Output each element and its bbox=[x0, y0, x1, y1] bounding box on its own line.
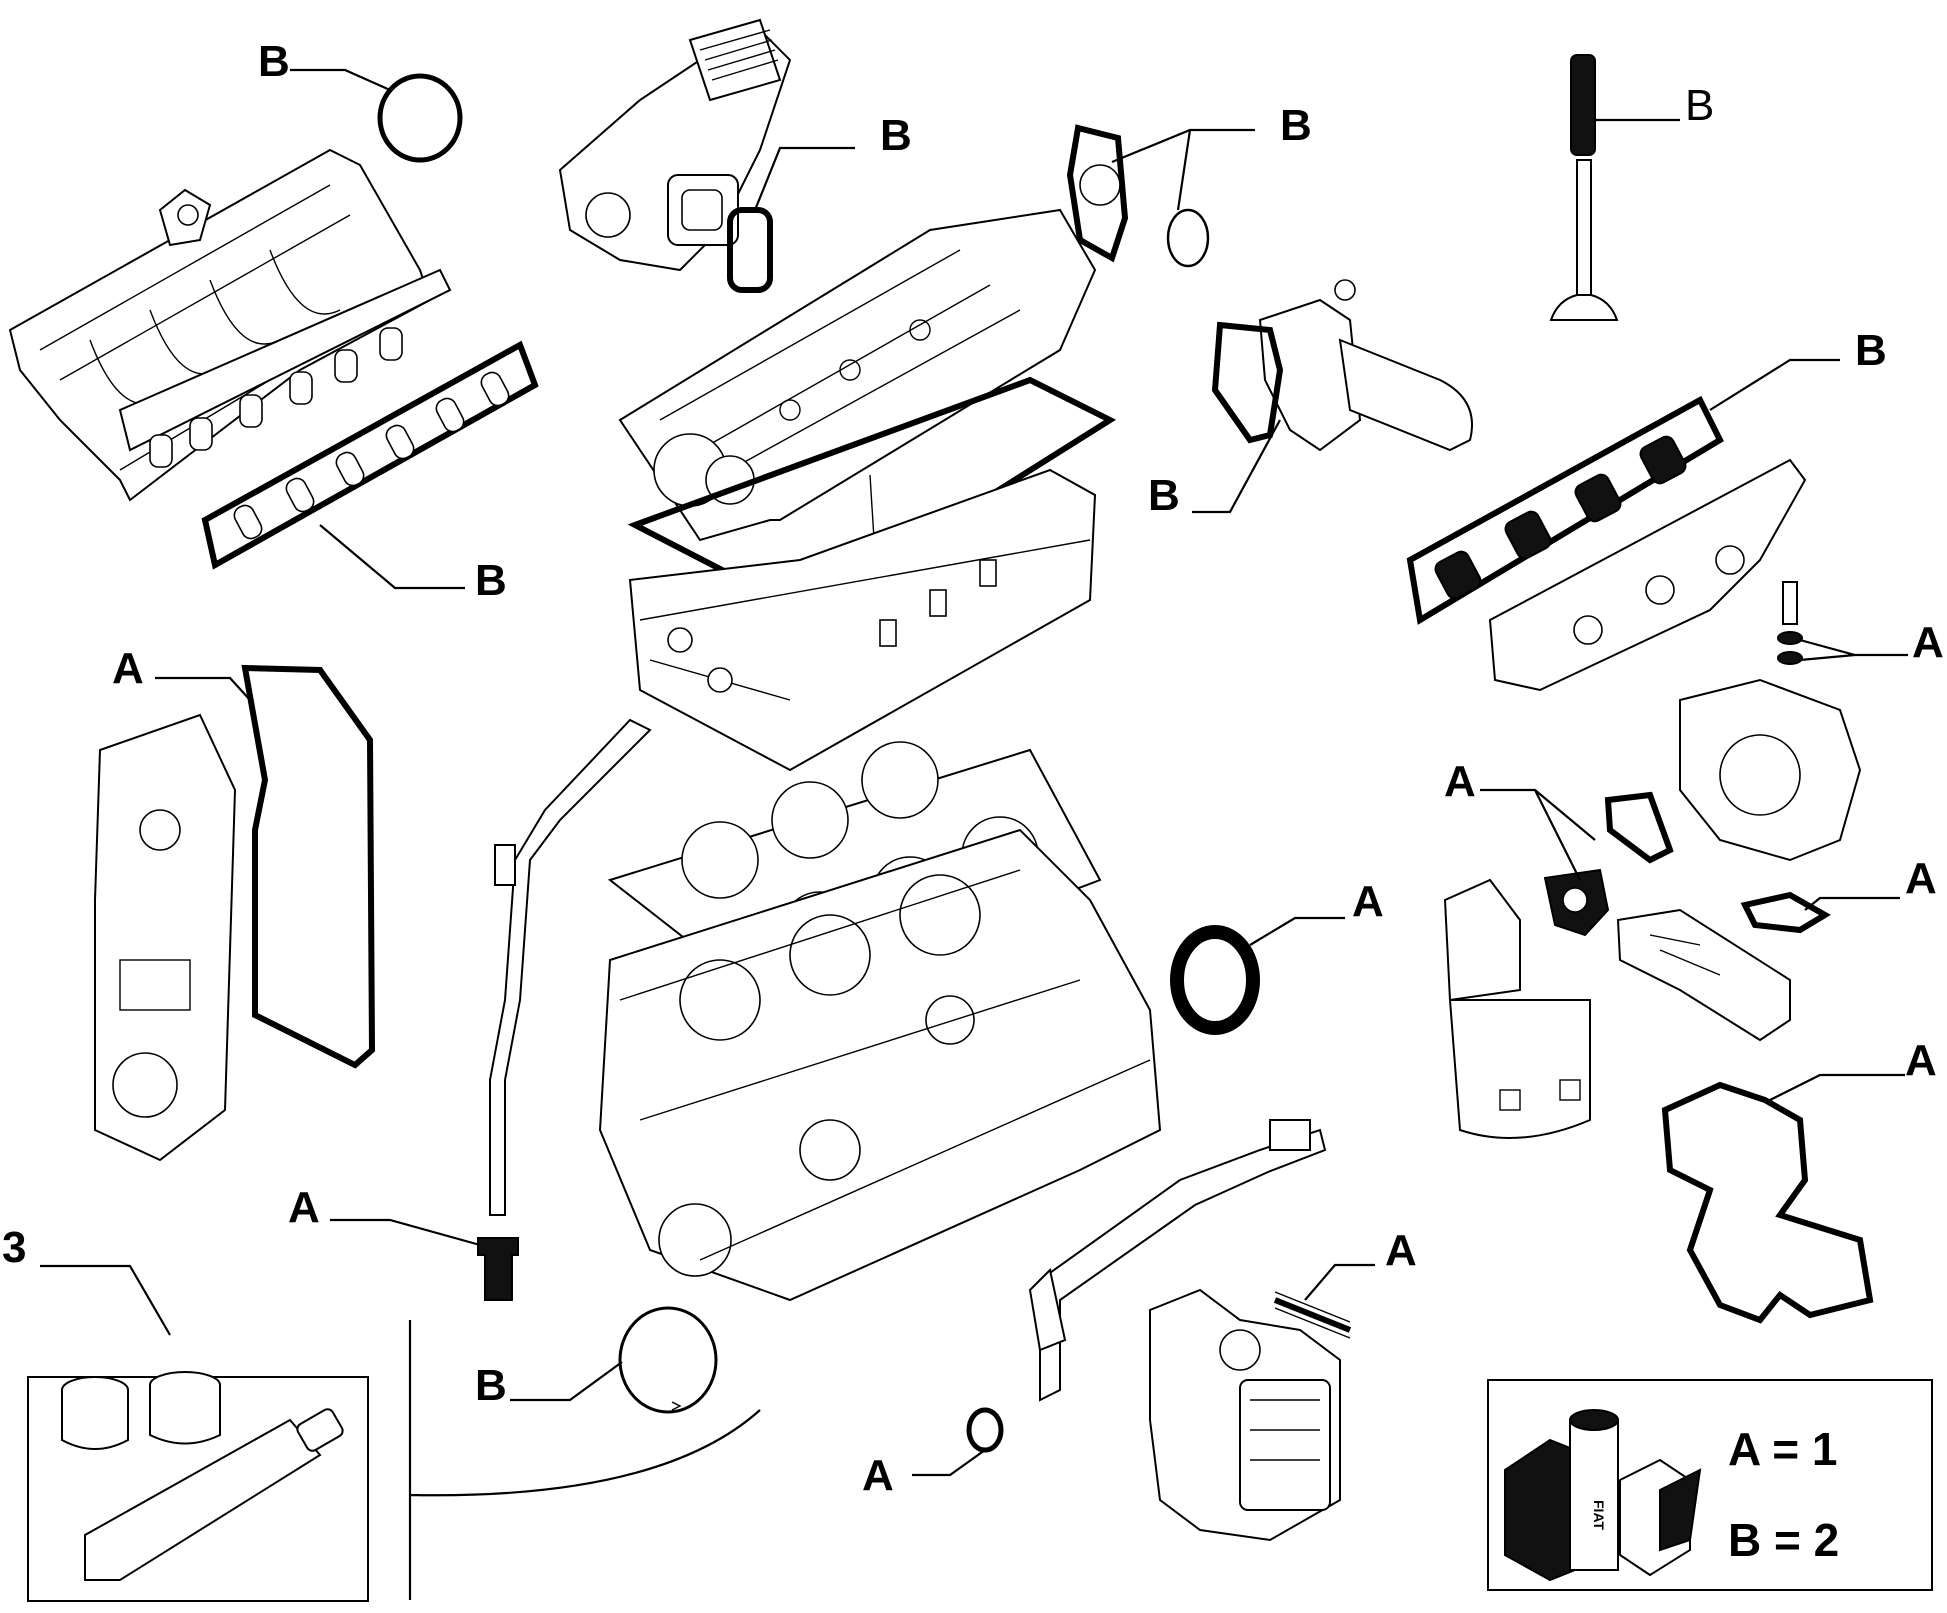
callout-a-timing-gasket: A bbox=[112, 644, 144, 693]
callout-a-oil-cooler-gasket: A bbox=[1905, 1036, 1937, 1085]
legend-brand: FIAT bbox=[1591, 1500, 1607, 1531]
bolt-washers bbox=[1777, 581, 1803, 665]
oil-cooler-gasket bbox=[1661, 1081, 1874, 1324]
filter-gasket bbox=[1273, 1291, 1352, 1339]
callout-a-o-ring-small: A bbox=[862, 1451, 894, 1500]
egr-valve bbox=[558, 18, 792, 272]
callout-labels: B B B B B B B A A A A A A A A 3 B A bbox=[2, 37, 1944, 1500]
legend-line-a: A = 1 bbox=[1728, 1423, 1838, 1475]
callout-a-washers: A bbox=[1912, 618, 1944, 667]
callout-b-o-ring-bottom: B bbox=[475, 1361, 507, 1410]
o-ring-small bbox=[966, 1407, 1004, 1453]
legend-box: FIAT A = 1 B = 2 bbox=[1487, 1379, 1933, 1591]
egr-cooler-pipe bbox=[1616, 908, 1791, 1042]
water-pump bbox=[1679, 678, 1862, 862]
callout-a-egr-cooler-gasket: A bbox=[1905, 854, 1937, 903]
sealant-kit bbox=[27, 1371, 369, 1602]
callout-b-egr-gasket: B bbox=[880, 111, 912, 160]
thermostat-housing bbox=[1258, 279, 1473, 452]
callout-b-thermostat-gasket: B bbox=[1148, 471, 1180, 520]
callout-3-sealant-kit: 3 bbox=[2, 1223, 26, 1272]
callout-b-intake-gasket: B bbox=[475, 556, 507, 605]
thermostat-gasket bbox=[1211, 321, 1284, 444]
callout-a-catalyst-gaskets: A bbox=[1444, 757, 1476, 806]
callout-a-crank-seal: A bbox=[1352, 877, 1384, 926]
gasket-kit-icon: FIAT bbox=[1504, 1409, 1702, 1582]
intake-manifold-gasket bbox=[201, 340, 539, 570]
callout-b-small-gasket-top: B bbox=[1280, 101, 1312, 150]
timing-cover-gasket bbox=[241, 664, 376, 1069]
callout-a-drain-plug: A bbox=[288, 1183, 320, 1232]
o-ring-bottom bbox=[618, 1306, 718, 1414]
o-ring-top bbox=[377, 73, 463, 163]
water-pump-gasket bbox=[1604, 791, 1674, 864]
oil-filter-housing bbox=[1149, 1288, 1341, 1542]
engine-block bbox=[598, 828, 1162, 1302]
catalyst-gasket bbox=[1543, 868, 1610, 937]
exhaust-manifold-gasket bbox=[1406, 395, 1724, 625]
catalytic-converter bbox=[1443, 878, 1591, 1139]
cylinder-head bbox=[628, 468, 1097, 772]
o-ring-small-top bbox=[1166, 208, 1210, 268]
egr-gasket bbox=[727, 207, 773, 293]
crankshaft-seal bbox=[1170, 925, 1260, 1035]
oil-drain-plug bbox=[477, 1237, 519, 1301]
callout-b-valve: B bbox=[1685, 81, 1714, 130]
egr-pipe bbox=[1028, 1119, 1327, 1402]
callout-b-exhaust-gasket: B bbox=[1855, 326, 1887, 375]
timing-cover bbox=[94, 713, 237, 1162]
egr-cooler-gasket bbox=[1740, 891, 1831, 934]
callout-a-filter-gasket: A bbox=[1385, 1226, 1417, 1275]
legend-line-b: B = 2 bbox=[1728, 1514, 1839, 1566]
dipstick-tube bbox=[489, 718, 652, 1216]
intake-manifold bbox=[8, 148, 452, 502]
small-gasket-top bbox=[1066, 124, 1129, 263]
callout-leaders bbox=[40, 68, 1908, 1600]
exhaust-manifold bbox=[1488, 458, 1807, 692]
valve bbox=[1549, 54, 1619, 321]
callout-b-o-ring-top: B bbox=[258, 37, 290, 86]
